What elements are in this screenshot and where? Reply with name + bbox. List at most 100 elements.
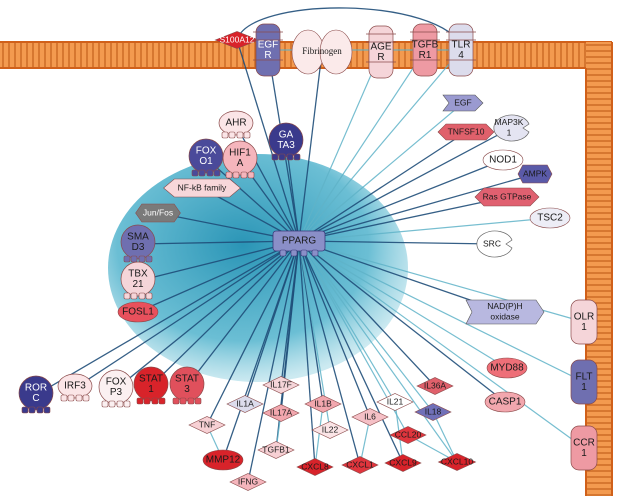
node-rasgtpase[interactable]: Ras GTPase [474, 187, 540, 207]
node-foot [271, 153, 279, 161]
node-shape [465, 299, 545, 325]
node-foot [75, 394, 83, 402]
node-il6[interactable]: IL6 [351, 408, 389, 426]
node-foot [213, 169, 221, 177]
node-label: S100A12 [220, 34, 255, 44]
node-myd88[interactable]: MYD88 [486, 357, 528, 379]
node-label: SRC [483, 238, 501, 248]
edge-pparg-ifng [247, 240, 300, 483]
node-il17a[interactable]: IL17A [262, 404, 300, 422]
node-foot [278, 153, 286, 161]
node-il17f[interactable]: IL17F [262, 376, 300, 394]
node-il21[interactable]: IL21 [376, 393, 414, 411]
edge-pparg-tlr4 [298, 49, 462, 242]
node-shape [319, 29, 353, 75]
edge-pparg-map3k1 [298, 127, 512, 242]
edge-pparg-cxcl10 [298, 240, 458, 463]
node-junfos[interactable]: Jun/Fos [135, 203, 181, 223]
node-label: TNF [199, 419, 216, 429]
edge-pparg-rorc [35, 240, 300, 396]
node-shape [133, 366, 169, 402]
node-foot [123, 292, 131, 300]
node-label: R1 [419, 50, 432, 61]
node-label: MAP3K [495, 117, 524, 127]
node-shape [529, 207, 571, 229]
node-foot [194, 397, 202, 405]
node-src[interactable]: SRC [476, 230, 513, 258]
node-fosl1[interactable]: FOSL1 [117, 301, 159, 323]
edge-pparg-tgfbr1 [298, 49, 426, 242]
node-il1a[interactable]: IL1A [226, 395, 264, 413]
node-shape [163, 178, 241, 198]
node-label: NAD(P)H [487, 301, 522, 311]
edge-pparg-ccr1 [298, 240, 585, 449]
node-nod1[interactable]: NOD1 [482, 149, 524, 171]
node-nfkb[interactable]: NF-kB family [163, 178, 241, 198]
node-foot [228, 131, 236, 139]
node-foot [151, 397, 159, 405]
node-egf[interactable]: EGF [442, 94, 484, 112]
node-label: 1 [507, 128, 512, 138]
node-irf3[interactable]: IRF3 [57, 373, 93, 402]
hub-node-pparg[interactable]: PPARG [272, 230, 326, 257]
edge-pparg-ampk [298, 173, 536, 242]
node-foot [243, 131, 251, 139]
node-cxcl8[interactable]: CXCL8 [296, 458, 334, 476]
node-foot [101, 400, 109, 408]
node-ifng[interactable]: IFNG [229, 473, 267, 491]
node-tgfb1[interactable]: TGFB1 [257, 441, 295, 459]
node-ampk[interactable]: AMPK [517, 164, 553, 184]
node-il36a[interactable]: IL36A [416, 377, 454, 395]
node-shape [476, 230, 513, 258]
node-tnfsf10[interactable]: TNFSF10 [437, 123, 495, 141]
edge-pparg-cxcl9 [298, 240, 404, 464]
node-label: IL36A [424, 380, 447, 390]
node-ccl20[interactable]: CCL20 [389, 426, 427, 444]
node-label: AMPK [523, 168, 547, 178]
node-cxcl10[interactable]: CXCL10 [437, 453, 477, 471]
node-mmp12[interactable]: MMP12 [202, 449, 244, 471]
node-tnf[interactable]: TNF [188, 416, 226, 434]
node-casp1[interactable]: CASP1 [484, 391, 526, 413]
node-foot [206, 169, 214, 177]
node-label: FOX [106, 376, 127, 387]
node-il1b[interactable]: IL1B [304, 395, 342, 413]
node-shape [570, 425, 598, 471]
node-label: FOX [196, 145, 217, 156]
node-cxcl9[interactable]: CXCL9 [384, 454, 422, 472]
node-cxcl1[interactable]: CXCL1 [341, 456, 379, 474]
edge-pparg-src [298, 240, 495, 245]
edge-pparg-tbx21 [137, 240, 300, 282]
node-label: R [377, 52, 384, 63]
node-shape [351, 408, 389, 426]
node-foot [198, 169, 206, 177]
node-il18[interactable]: IL18 [414, 403, 452, 421]
node-ahr[interactable]: AHR [218, 110, 254, 139]
edge-pparg-smad3 [137, 240, 300, 245]
node-shape [486, 357, 528, 379]
node-tsc2[interactable]: TSC2 [529, 207, 571, 229]
node-il22[interactable]: IL22 [311, 421, 349, 439]
node-foot [232, 171, 240, 179]
node-fibrinogen[interactable]: Fibrinogen [291, 29, 353, 75]
